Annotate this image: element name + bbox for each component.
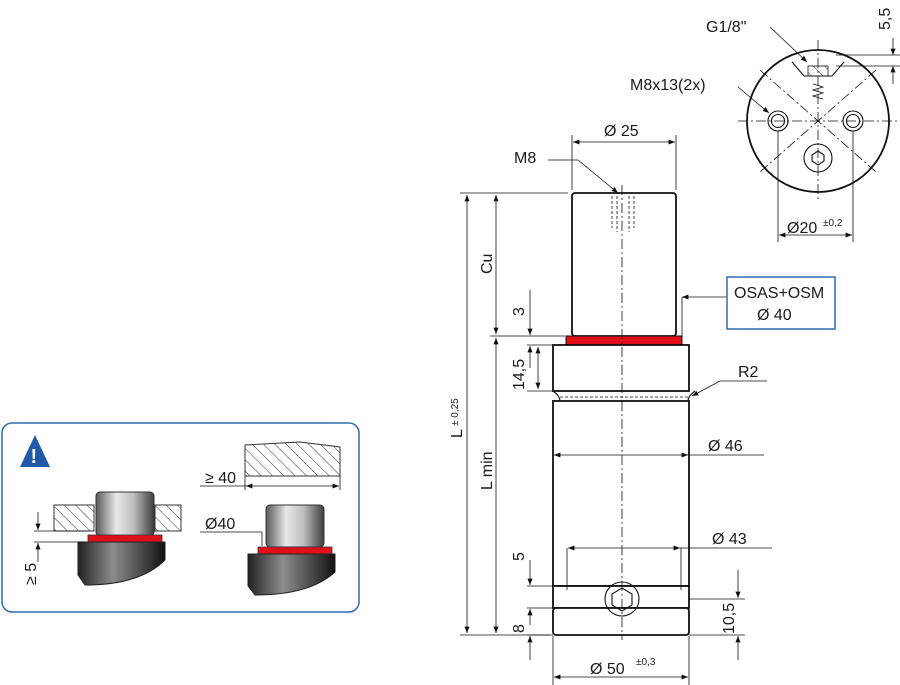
check-valve-spring-icon [811,83,825,100]
piston-rod [571,192,677,337]
installation-note: ! ≥ 5 ≥ 40 Ø40 [1,422,360,613]
seal-ring [565,335,683,346]
bore-dim: Ø40 [205,516,235,533]
length-dim: ≥ 40 [205,470,236,487]
overall-length-tol: ± 0,25 [450,398,461,426]
clearance-dim: ≥ 5 [23,563,40,585]
base-flange [552,607,690,636]
mount-plate-right [154,504,182,532]
seal-illustration-2 [257,546,333,555]
mount-thread-label: M8x13(2x) [630,77,706,94]
rod-diameter-dim: Ø 25 [604,123,639,140]
cylinder-rod-illustration-2 [265,504,325,548]
base-height-dim: 8 [511,624,528,633]
seal-callout-line2: Ø 40 [757,307,792,324]
center-boss [803,143,833,173]
side-view: Ø 25 M8 L ± 0,25 Cu L min 3 14,5 OSAS+OS… [449,123,836,685]
mount-plate-left [53,504,95,532]
body-diameter-dim: Ø 46 [708,438,743,455]
cylinder-body-illustration [77,541,166,586]
cylinder-body-illustration-2 [247,553,336,596]
overall-length-dim: L [449,429,466,438]
port-depth-dim: 5,5 [877,8,894,30]
warning-symbol: ! [31,446,38,468]
port-thread-label: G1/8" [706,19,746,36]
min-length-dim: L min [479,451,496,490]
groove-diameter-dim: Ø 43 [712,531,747,548]
port-section [807,65,829,77]
upper-body [552,344,690,392]
rod-thread-label: M8 [514,150,536,167]
hex-socket-icon [811,150,825,166]
base-gap-dim: 5 [511,552,528,561]
main-body [552,400,690,587]
bolt-circle-dim: Ø20 [787,220,817,237]
rod-thread-hole [611,196,635,232]
hex-socket-icon [611,587,633,612]
seal-illustration [87,534,163,543]
warning-triangle-icon: ! [20,435,50,468]
base-diameter-tol: ±0,3 [636,657,656,668]
base-collar [552,585,690,609]
port-height-dim: 10,5 [721,603,738,634]
top-view: G1/8" 5,5 M8x13(2x) Ø20 ±0,2 [630,8,900,242]
bolt-circle-tol: ±0,2 [823,218,843,229]
cylinder-rod-illustration [95,491,155,537]
seal-callout-box [726,276,836,330]
neck-height-dim: 14,5 [511,359,528,390]
base-diameter-dim: Ø 50 [590,661,625,678]
stroke-dim: Cu [479,254,496,274]
radius-label: R2 [738,364,759,381]
min-length-block [244,441,341,477]
seal-height-dim: 3 [511,307,528,316]
seal-callout-line1: OSAS+OSM [734,285,824,302]
